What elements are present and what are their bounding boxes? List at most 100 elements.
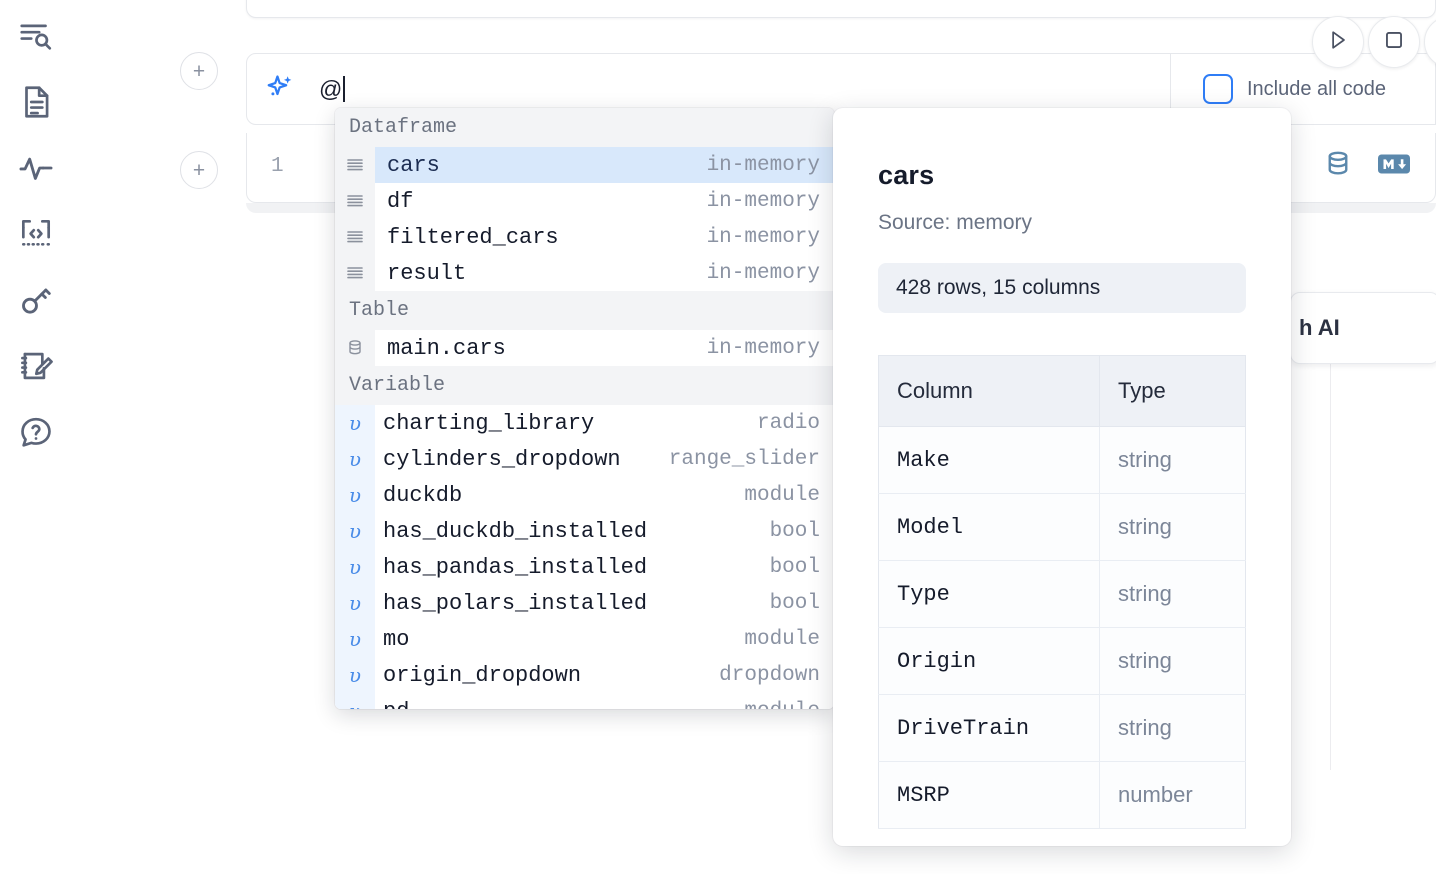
sidebar-item-secrets[interactable]: [14, 278, 58, 322]
ai-prompt-input[interactable]: @: [319, 54, 1154, 124]
plus-icon: +: [192, 158, 206, 182]
include-all-code-label: Include all code: [1247, 77, 1386, 100]
autocomplete-item-name: charting_library: [383, 410, 595, 436]
add-cell-below-button[interactable]: +: [180, 151, 218, 189]
schema-column-type: string: [1099, 493, 1246, 561]
autocomplete-item[interactable]: υ has_polars_installed bool: [335, 585, 834, 621]
autocomplete-item-meta: module: [744, 627, 820, 651]
plus-icon: +: [192, 59, 206, 83]
autocomplete-item-meta: range_slider: [668, 447, 820, 471]
stop-cell-button[interactable]: [1368, 16, 1420, 68]
sparkle-ai-icon: [263, 72, 297, 106]
detail-source: Source: memory: [878, 211, 1033, 234]
schema-column-name: Model: [878, 493, 1101, 561]
sidebar-item-runtime[interactable]: [14, 146, 58, 190]
variable-upsilon-icon: υ: [335, 405, 375, 441]
detail-shape-badge: 428 rows, 15 columns: [878, 263, 1246, 313]
key-icon: [17, 281, 55, 319]
help-chat-icon: [17, 413, 55, 451]
autocomplete-item-meta: in-memory: [706, 153, 820, 177]
stop-square-icon: [1381, 27, 1407, 58]
sidebar-item-help[interactable]: [14, 410, 58, 454]
autocomplete-item-name: duckdb: [383, 482, 463, 508]
schema-column-type: number: [1099, 761, 1246, 829]
database-icon[interactable]: [1323, 149, 1353, 179]
play-triangle-icon: [1325, 27, 1351, 58]
autocomplete-item-name: cylinders_dropdown: [383, 446, 621, 472]
autocomplete-item-name: has_pandas_installed: [383, 554, 648, 580]
variable-upsilon-icon: υ: [335, 657, 375, 693]
autocomplete-item-name: main.cars: [387, 335, 506, 361]
schema-column-name: MSRP: [878, 761, 1101, 829]
schema-column-name: Make: [878, 426, 1101, 494]
autocomplete-item-name: mo: [383, 626, 410, 652]
variable-upsilon-icon: υ: [335, 549, 375, 585]
schema-column-type: string: [1099, 694, 1246, 762]
autocomplete-item-meta: module: [744, 483, 820, 507]
autocomplete-item-name: pd: [375, 699, 744, 710]
generate-with-ai-label: h AI: [1299, 315, 1340, 340]
autocomplete-item-name: df: [387, 188, 414, 214]
sidebar-item-snippets[interactable]: [14, 212, 58, 256]
schema-column-type: string: [1099, 560, 1246, 628]
schema-type-header: Type: [1099, 355, 1246, 427]
autocomplete-item[interactable]: υ cylinders_dropdown range_slider: [335, 441, 834, 477]
sidebar-item-explore[interactable]: [14, 14, 58, 58]
autocomplete-item[interactable]: υ has_pandas_installed bool: [335, 549, 834, 585]
variable-upsilon-icon: υ: [335, 585, 375, 621]
autocomplete-item-meta: in-memory: [706, 225, 820, 249]
dataframe-lines-icon: [335, 147, 375, 183]
explore-search-icon: [17, 17, 55, 55]
run-cell-button[interactable]: [1312, 16, 1364, 68]
variable-upsilon-icon: υ: [335, 477, 375, 513]
autocomplete-item[interactable]: main.cars in-memory: [335, 330, 834, 366]
autocomplete-item-name: has_polars_installed: [383, 590, 648, 616]
dataframe-lines-icon: [335, 183, 375, 219]
sidebar-item-scratchpad[interactable]: [14, 344, 58, 388]
autocomplete-item-meta: dropdown: [719, 663, 820, 687]
code-line-number: 1: [271, 155, 284, 178]
autocomplete-item[interactable]: υpdmodule: [335, 693, 834, 709]
completion-detail-panel: cars Source: memory 428 rows, 15 columns…: [833, 108, 1291, 846]
text-caret: [343, 76, 346, 102]
variable-upsilon-icon: υ: [335, 441, 375, 477]
scratchpad-edit-icon: [17, 347, 55, 385]
variable-upsilon-icon: υ: [335, 693, 375, 709]
document-icon: [17, 83, 55, 121]
previous-cell-fragment: [246, 0, 1436, 18]
variable-upsilon-icon: υ: [335, 513, 375, 549]
activity-pulse-icon: [17, 149, 55, 187]
ai-prompt-value: @: [319, 75, 343, 102]
sidebar-item-notebook[interactable]: [14, 80, 58, 124]
dataframe-lines-icon: [335, 255, 375, 291]
include-all-code-checkbox[interactable]: [1203, 74, 1233, 104]
autocomplete-item-meta: bool: [769, 591, 820, 615]
markdown-icon[interactable]: [1377, 152, 1411, 176]
autocomplete-group-header: Table: [335, 291, 834, 330]
schema-column-name: DriveTrain: [878, 694, 1101, 762]
autocomplete-item-meta: in-memory: [706, 336, 820, 360]
schema-table-header-row: Column Type: [878, 355, 1246, 427]
autocomplete-item-meta: bool: [769, 555, 820, 579]
detail-title: cars: [878, 160, 935, 190]
autocomplete-item-meta: module: [744, 700, 834, 710]
add-cell-above-button[interactable]: +: [180, 52, 218, 90]
autocomplete-item-meta: bool: [769, 519, 820, 543]
generate-with-ai-button[interactable]: h AI: [1290, 292, 1436, 364]
